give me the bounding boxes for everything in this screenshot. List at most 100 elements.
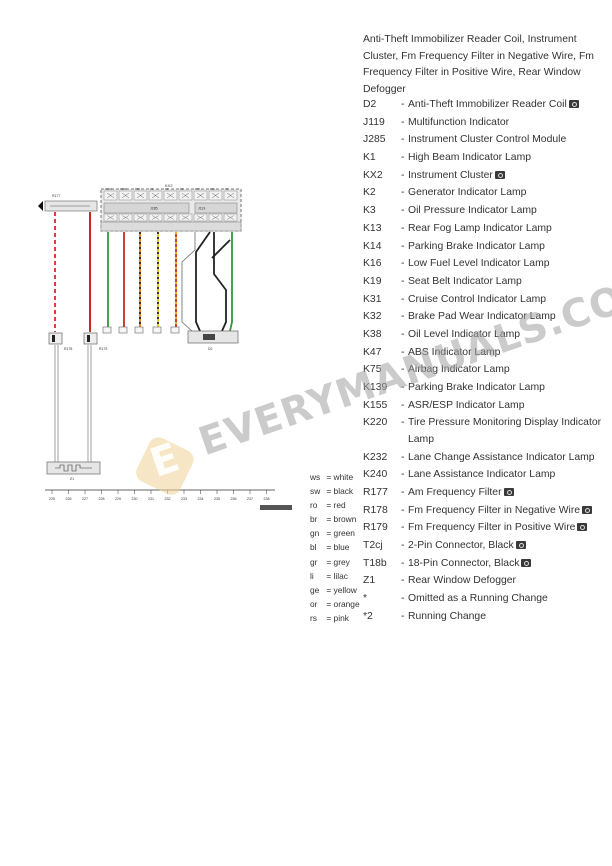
legend-description: Anti-Theft Immobilizer Reader Coil xyxy=(408,97,603,114)
legend-row: K1-High Beam Indicator Lamp xyxy=(363,150,603,167)
legend-description: Running Change xyxy=(408,610,486,622)
legend-description: ABS Indicator Lamp xyxy=(408,346,501,358)
color-key-row: or = orange xyxy=(310,598,360,609)
z1-box xyxy=(46,461,101,475)
legend-description: Low Fuel Level Indicator Lamp xyxy=(408,258,550,270)
legend-row: *-Omitted as a Running Change xyxy=(363,591,603,608)
lamp-label: K1 xyxy=(150,187,154,191)
track-number: 227 xyxy=(82,497,88,501)
legend-code: K220 xyxy=(363,417,388,429)
track-number: 231 xyxy=(148,497,154,501)
legend-code: T18b xyxy=(363,557,387,569)
lamp-label: K3 xyxy=(180,187,184,191)
track-number: 237 xyxy=(247,497,253,501)
indicator-lamp-row-lower xyxy=(103,213,238,222)
legend-row: T18b-18-Pin Connector, Black xyxy=(363,556,603,573)
color-key-row: gn = green xyxy=(310,528,355,539)
legend-row: D2-Anti-Theft Immobilizer Reader Coil xyxy=(363,97,603,114)
color-key-row: br = brown xyxy=(310,514,357,525)
legend-row: K47-ABS Indicator Lamp xyxy=(363,345,603,362)
legend-code: K139 xyxy=(363,382,388,393)
legend-description: Lane Change Assistance Indicator Lamp xyxy=(408,451,595,463)
legend-code: D2 xyxy=(363,99,377,110)
legend-code: K240 xyxy=(363,469,388,481)
legend-description: Lane Assistance Indicator Lamp xyxy=(408,469,556,481)
camera-icon[interactable] xyxy=(582,505,593,514)
legend-row: K155-ASR/ESP Indicator Lamp xyxy=(363,398,603,415)
camera-icon[interactable] xyxy=(515,541,526,549)
track-number: 234 xyxy=(198,497,204,501)
legend-row: *2-Running Change xyxy=(363,609,603,626)
camera-icon[interactable] xyxy=(503,487,514,496)
track-number: 238 xyxy=(264,497,270,501)
arrow-left-icon xyxy=(38,201,43,211)
legend-description: Oil Pressure Indicator Lamp xyxy=(408,205,537,217)
legend-description: Seat Belt Indicator Lamp xyxy=(408,275,522,287)
legend-description: Parking Brake Indicator Lamp xyxy=(408,382,545,393)
legend-description: Oil Level Indicator Lamp xyxy=(408,328,521,340)
color-key-row: rs = pink xyxy=(310,612,349,623)
legend-description: Rear Window Defogger xyxy=(408,575,516,587)
lamp-label: K1 xyxy=(225,187,229,191)
legend-row: K240-Lane Assistance Indicator Lamp xyxy=(363,467,603,484)
track-number: 230 xyxy=(132,497,138,501)
legend-description: Generator Indicator Lamp xyxy=(408,187,527,199)
connector-stubs xyxy=(102,326,180,334)
track-number: 232 xyxy=(165,497,171,501)
legend-row: K13-Rear Fog Lamp Indicator Lamp xyxy=(363,221,603,238)
legend-description: Rear Fog Lamp Indicator Lamp xyxy=(408,222,552,234)
color-key-row: gr = grey xyxy=(310,556,350,567)
legend-code: K155 xyxy=(363,399,388,411)
camera-icon[interactable] xyxy=(521,558,532,567)
legend-description: Multifunction Indicator xyxy=(408,116,510,128)
legend-row: K19-Seat Belt Indicator Lamp xyxy=(363,274,603,291)
legend-description: 2-Pin Connector, Black xyxy=(408,538,603,555)
legend-code: K14 xyxy=(363,240,382,252)
legend-row: R179-Fm Frequency Filter in Positive Wir… xyxy=(363,520,603,537)
legend-code: J285 xyxy=(363,134,386,146)
page-code-box xyxy=(260,505,292,510)
lamp-label: K2 xyxy=(165,187,169,191)
wire-bundle xyxy=(54,212,233,462)
legend-code: J119 xyxy=(363,116,385,128)
camera-icon[interactable] xyxy=(494,170,505,179)
j285-label: J285 xyxy=(150,207,158,211)
r178-label: R178 xyxy=(64,347,72,351)
page-title: Anti-Theft Immobilizer Reader Coil, Inst… xyxy=(363,34,594,95)
track-number: 226 xyxy=(66,497,72,501)
j119-label: J119 xyxy=(198,207,205,211)
legend-row: K75-Airbag Indicator Lamp xyxy=(363,362,603,379)
track-number: 228 xyxy=(99,497,105,501)
legend-row: K139-Parking Brake Indicator Lamp xyxy=(363,380,603,397)
legend-description: Parking Brake Indicator Lamp xyxy=(408,240,545,252)
legend-description: ASR/ESP Indicator Lamp xyxy=(408,399,525,411)
legend-code: R178 xyxy=(363,504,388,516)
z1-label: Z1 xyxy=(70,477,74,481)
legend-code: K47 xyxy=(363,346,382,358)
track-number: 229 xyxy=(115,497,121,501)
legend-row: R177-Am Frequency Filter xyxy=(363,485,603,502)
camera-icon[interactable] xyxy=(568,100,579,108)
legend-row: R178-Fm Frequency Filter in Negative Wir… xyxy=(363,503,603,520)
legend-description: Instrument Cluster Control Module xyxy=(408,134,567,146)
legend-row: K16-Low Fuel Level Indicator Lamp xyxy=(363,256,603,273)
camera-icon[interactable] xyxy=(577,523,588,532)
cluster-label: KX2 xyxy=(165,183,173,188)
legend-description: Instrument Cluster xyxy=(408,168,603,185)
legend-row: K38-Oil Level Indicator Lamp xyxy=(363,327,603,344)
connector-strip xyxy=(100,221,242,232)
track-number: 225 xyxy=(49,497,55,501)
legend-code: K32 xyxy=(363,311,382,323)
legend-row: K2-Generator Indicator Lamp xyxy=(363,185,603,202)
j285-box xyxy=(103,202,190,214)
legend-row: KX2-Instrument Cluster xyxy=(363,168,603,185)
lamp-label: K155 xyxy=(120,187,127,191)
legend-code: K1 xyxy=(363,152,376,164)
legend-code: K38 xyxy=(363,328,382,340)
j119-box xyxy=(194,202,238,214)
legend-description: Fm Frequency Filter in Positive Wire xyxy=(408,520,603,537)
legend-description: Omitted as a Running Change xyxy=(408,593,548,605)
legend-code: * xyxy=(363,593,368,605)
